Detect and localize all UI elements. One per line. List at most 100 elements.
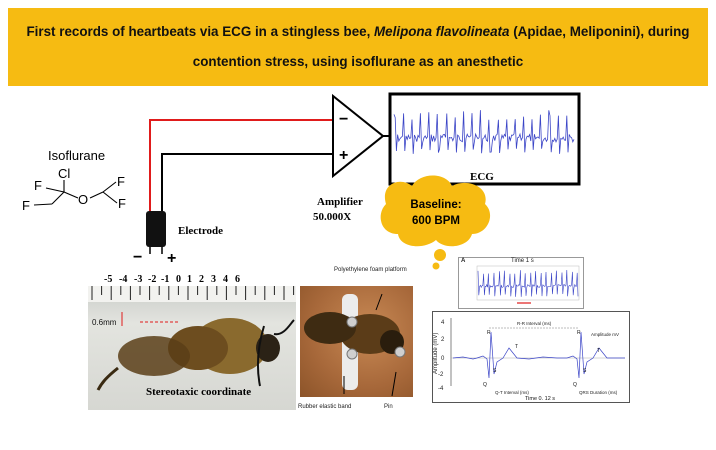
- scale-numbers: -5 -4 -3 -2 -1 0 1 2 3 4 6: [104, 274, 240, 285]
- rr-label: R-R Interval (ms): [517, 321, 552, 326]
- electrode-body: [146, 211, 166, 247]
- title-text-a: First records of heartbeats via ECG in a…: [26, 24, 375, 39]
- platform-label: Polyethylene foam platform: [334, 267, 407, 273]
- wave-label: T: [597, 348, 600, 354]
- scale-tick: 3: [211, 274, 216, 285]
- pin-head: [346, 316, 358, 328]
- atom-f3: F: [117, 174, 125, 189]
- wave-label: R: [577, 330, 581, 336]
- scale-tick: 0: [176, 274, 181, 285]
- atom-f2: F: [22, 198, 30, 213]
- bond-c-f2: [33, 203, 53, 206]
- pin-arrow: [391, 371, 397, 397]
- bee-leg: [96, 366, 119, 391]
- thought-bubble: Baseline: 600 BPM: [380, 175, 491, 270]
- amplifier-triangle: [332, 93, 385, 179]
- bond-c-c: [51, 191, 65, 205]
- bond-c-f3: [102, 181, 117, 193]
- inset-large-trace: [452, 331, 625, 379]
- amplifier-gain: 50.000X: [313, 211, 351, 223]
- bond-c-f1: [45, 187, 65, 193]
- pin-head: [394, 346, 406, 358]
- x-axis-label: Time 0. 12 s: [525, 396, 555, 402]
- scale-tick: 1: [187, 274, 192, 285]
- atom-o: O: [78, 192, 88, 207]
- scale-tick: -2: [148, 274, 156, 285]
- panel-label: A: [461, 258, 466, 264]
- inset-small-frame: [476, 265, 580, 301]
- bubble-cloud: [380, 175, 491, 247]
- bond-o-c: [89, 191, 104, 199]
- y-tick: 0: [441, 356, 445, 362]
- inset-small-plot: [476, 265, 580, 304]
- amplifier-minus: −: [339, 111, 348, 128]
- stereotaxic-photo-art: [88, 286, 296, 391]
- wave-label: Q: [573, 382, 577, 388]
- bee-abdomen: [304, 312, 356, 344]
- bee-antenna: [256, 325, 265, 387]
- qt-label: Q-T Interval (ms): [495, 390, 529, 395]
- wave-label: T: [515, 344, 518, 350]
- scale-tick: -1: [161, 274, 169, 285]
- inset-large-plot: 4 2 0 -2 -4 Amplitude (mV) R-R Interval …: [433, 318, 625, 402]
- bubble-dot-small: [432, 262, 440, 270]
- title-text-b: (Apidae, Meliponini), during: [509, 24, 690, 39]
- amplitude-label: Amplitude mV: [591, 332, 619, 337]
- ecg-trace: [393, 110, 575, 154]
- y-tick: 2: [441, 337, 445, 343]
- scale-tick: 4: [223, 274, 228, 285]
- platform-photo-art: [304, 293, 406, 397]
- wave-label: Q: [483, 382, 487, 388]
- qrs-label: QRS Duration (ms): [579, 390, 618, 395]
- bubble-line-2: 600 BPM: [412, 215, 460, 227]
- inset-small-trace: [477, 269, 579, 297]
- platform-arrow: [375, 293, 383, 311]
- scale-tick: -3: [134, 274, 142, 285]
- band-label: Rubber elastic band: [298, 404, 352, 410]
- title-line-2: contention stress, using isoflurane as a…: [192, 54, 524, 69]
- atom-f4: F: [118, 196, 126, 211]
- scale-tick: -5: [104, 274, 112, 285]
- y-tick: -4: [438, 386, 444, 392]
- atom-f1: F: [34, 178, 42, 193]
- title-banner: First records of heartbeats via ECG in a…: [8, 8, 708, 86]
- bubble-dot-large: [434, 249, 446, 261]
- amplifier-plus: +: [339, 147, 348, 164]
- electrode-label: Electrode: [178, 225, 223, 237]
- y-tick: -2: [438, 372, 444, 378]
- pin-head: [346, 348, 358, 360]
- inset-large-ecg: 4 2 0 -2 -4 Amplitude (mV) R-R Interval …: [432, 311, 630, 403]
- wave-label: R: [487, 330, 491, 336]
- scale-tick: -4: [119, 274, 127, 285]
- bond-c-f4: [102, 191, 118, 204]
- title-line-1: First records of heartbeats via ECG in a…: [27, 17, 690, 47]
- atom-cl: Cl: [58, 166, 70, 181]
- bond-c-o: [63, 191, 79, 199]
- species-name: Melipona flavolineata: [374, 24, 510, 39]
- molecule-name: Isoflurane: [48, 148, 105, 163]
- electrode-plus: +: [167, 250, 176, 267]
- electrode-minus: −: [133, 249, 142, 266]
- isoflurane-molecule: Isoflurane Cl F F O F F: [22, 148, 126, 213]
- wave-label: S: [493, 368, 497, 374]
- pin-label: Pin: [384, 404, 393, 410]
- scale-tick: 6: [235, 274, 240, 285]
- y-axis-label: Amplitude (mV): [433, 333, 439, 374]
- stereotaxic-caption: Stereotaxic coordinate: [146, 386, 252, 398]
- scale-tick: 2: [199, 274, 204, 285]
- bee-wing: [118, 336, 190, 376]
- bee-head: [256, 334, 280, 362]
- bubble-line-1: Baseline:: [410, 199, 461, 211]
- inset-small-ecg: A Time 1 s: [458, 257, 584, 309]
- ruler-ticks: [91, 286, 295, 300]
- platform-photo: [300, 286, 413, 397]
- wave-label: S: [583, 368, 587, 374]
- inset-small-title: Time 1 s: [511, 258, 534, 264]
- amplifier-label: Amplifier: [317, 196, 363, 208]
- bee-antenna: [273, 319, 295, 336]
- ecg-label: ECG: [470, 171, 494, 183]
- stereotaxic-photo: 0.6mm Stereotaxic coordinate: [88, 286, 296, 410]
- red-lead-wire: [149, 119, 332, 222]
- y-tick: 4: [441, 320, 445, 326]
